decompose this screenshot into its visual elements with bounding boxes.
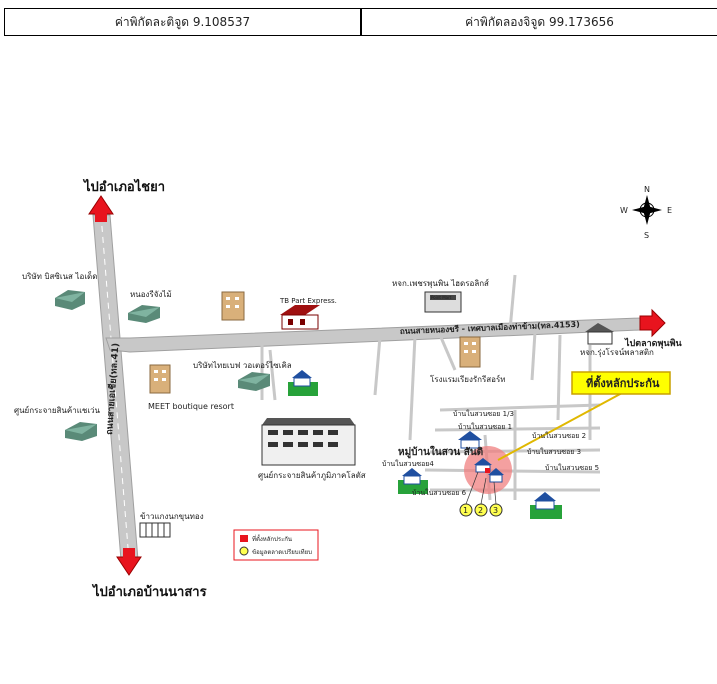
comparable-markers: 1 2 3 — [459, 471, 503, 517]
compass-icon: N S E W — [620, 185, 672, 240]
legend-subject-swatch — [240, 535, 248, 542]
legend-subject-label: ที่ตั้งหลักประกัน — [252, 533, 292, 543]
soi-label: บ้านในสวนซอย 1 — [458, 422, 512, 431]
center-goods-label: ศูนย์กระจายสินค้าแชเว่น — [14, 405, 101, 416]
warehouse-icon — [55, 290, 85, 310]
soi-label: บ้านในสวนซอย 1/3 — [453, 409, 514, 418]
side-lanes — [260, 274, 601, 501]
building-icon — [459, 336, 481, 368]
legend-comparable-label: ข้อมูลตลาดเปรียบเทียบ — [252, 548, 312, 556]
svg-text:3: 3 — [493, 506, 498, 515]
subject-callout-box — [571, 371, 671, 395]
subject-callout-label: ที่ตั้งหลักประกัน — [586, 375, 660, 390]
building-icon — [149, 364, 171, 394]
north-arrow — [88, 195, 114, 215]
north-arrow-tail — [95, 212, 107, 222]
svg-text:S: S — [644, 231, 649, 240]
village-label: หมู่บ้านในสวน สันติ — [398, 445, 483, 459]
village-house-icon — [530, 492, 562, 519]
store-icon: Point Mart — [424, 291, 462, 313]
village-house-icon — [458, 431, 482, 449]
bizsiness-label: บริษัท บิสซิเนส ไอเด็ด — [22, 271, 97, 281]
soi-label: บ้านในสวนซอย 3 — [527, 447, 581, 456]
tb-part-label: TB Part Express. — [279, 297, 337, 305]
village-house-icon — [398, 468, 428, 494]
soi-label: บ้านในสวนซอย 6 — [412, 488, 467, 497]
callout-pointer — [497, 392, 623, 461]
east-arrow — [639, 308, 666, 338]
soi-label: บ้านในสวนซอย 2 — [532, 431, 586, 440]
svg-text:1: 1 — [463, 506, 468, 515]
distribution-center-icon — [261, 418, 356, 466]
east-destination: ไปตลาดพุนพิน — [624, 337, 683, 349]
map-legend: ที่ตั้งหลักประกัน ข้อมูลตลาดเปรียบเทียบ — [233, 529, 319, 561]
village-house-icon — [288, 370, 318, 396]
longitude-cell: ค่าพิกัดลองจิจูด 99.173656 — [360, 9, 717, 35]
soi-label: บ้านในสวนซอย 5 — [545, 463, 599, 472]
petch-label: หจก.เพชรพุนพิน ไฮดรอลิกส์ — [392, 278, 489, 288]
legend-comparable-swatch — [239, 546, 249, 556]
svg-text:Point Mart: Point Mart — [431, 295, 452, 300]
latitude-cell: ค่าพิกัดละติจูด 9.108537 — [4, 9, 360, 35]
house-icon — [585, 323, 614, 345]
watkanom-label: ข้าวแกงนกขุนทอง — [140, 512, 204, 521]
soi-label: บ้านในสวนซอย4 — [382, 459, 434, 468]
restaurant-icon — [139, 522, 171, 538]
coordinates-bar: ค่าพิกัดละติจูด 9.108537 ค่าพิกัดลองจิจู… — [4, 8, 717, 36]
south-destination: ไปอำเภอบ้านนาสาร — [91, 583, 207, 600]
svg-text:E: E — [667, 206, 672, 215]
regional-center-label: ศูนย์กระจายสินค้าภูมิภาคโลตัส — [258, 470, 366, 481]
svg-text:N: N — [644, 185, 650, 194]
warehouse-icon — [128, 305, 160, 323]
riverside-hotel-label: โรงแรมเรียงรักรีสอร์ท — [430, 374, 506, 384]
svg-text:2: 2 — [478, 506, 483, 515]
rungrot-label: หจก.รุ่งโรจน์พลาสติก — [580, 347, 654, 357]
taiwan-label: บริษัทไทยเบฟ วอเตอร์ไซเคิล — [193, 360, 292, 370]
warehouse-icon — [238, 372, 270, 391]
shop-icon — [280, 305, 320, 330]
north-destination: ไปอำเภอไชยา — [82, 178, 165, 195]
warehouse-icon — [65, 422, 97, 441]
subject-houses — [474, 458, 504, 483]
south-arrow — [116, 556, 142, 576]
building-icon — [221, 291, 245, 321]
meet-label: MEET boutique resort — [148, 402, 234, 411]
svg-text:W: W — [620, 206, 628, 215]
nongkri-label: หนองรีจังไม้ — [130, 290, 172, 299]
south-arrow-tail — [123, 548, 135, 558]
